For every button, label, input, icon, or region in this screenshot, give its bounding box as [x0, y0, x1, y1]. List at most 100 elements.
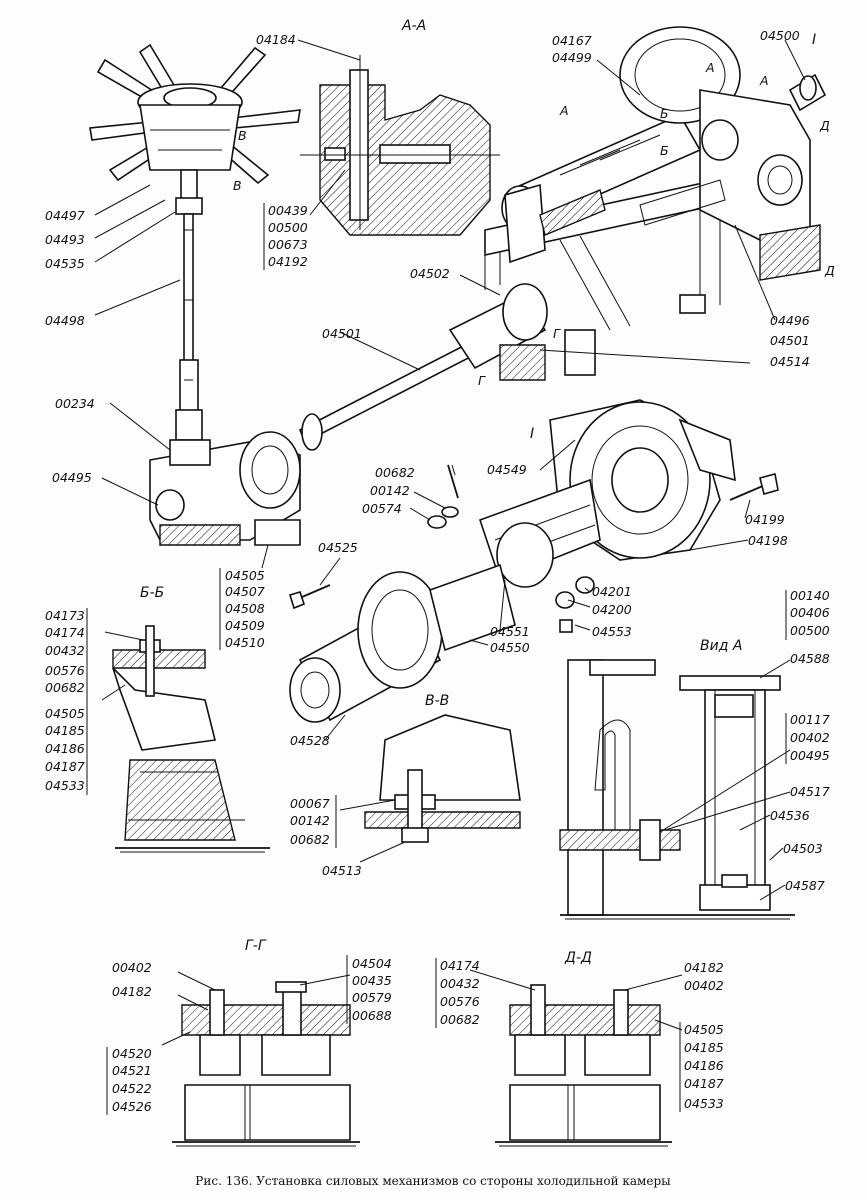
label-04526: 04526 [112, 1099, 152, 1114]
reducer-housing [149, 431, 301, 546]
title-gg: Г-Г [245, 938, 267, 954]
label-04553: 04553 [592, 624, 632, 639]
label-04520: 04520 [112, 1046, 152, 1061]
mark-g1: Г [553, 326, 561, 341]
title-aa: А-А [401, 18, 426, 34]
label-04182-dd: 04182 [684, 960, 724, 975]
label-04507: 04507 [225, 584, 265, 599]
section-vv [364, 714, 521, 843]
label-04550: 04550 [490, 640, 530, 655]
label-00576-dd: 00576 [440, 994, 480, 1009]
title-bb: Б-Б [140, 585, 164, 601]
label-04185-bb: 04185 [45, 723, 85, 738]
label-04528: 04528 [290, 733, 330, 748]
mark-a2: А [705, 60, 715, 75]
label-04521: 04521 [112, 1063, 152, 1078]
label-00682-dd: 00682 [440, 1012, 480, 1027]
label-04535: 04535 [45, 256, 85, 271]
title-detail-i: I [530, 426, 534, 442]
label-04198: 04198 [748, 533, 788, 548]
label-04495: 04495 [52, 470, 92, 485]
label-00688: 00688 [352, 1008, 392, 1023]
label-00682-vv: 00682 [290, 832, 330, 847]
section-dd [495, 984, 672, 1147]
fan-assembly [89, 43, 301, 441]
section-titles: А-А Б-Б В-В Г-Г Д-Д Вид А I I [140, 18, 816, 966]
label-04514: 04514 [770, 354, 810, 369]
section-bb [112, 625, 270, 853]
label-04499: 04499 [552, 50, 592, 65]
title-view-a: Вид А [700, 638, 742, 654]
label-00140: 00140 [790, 588, 830, 603]
title-vv: В-В [425, 693, 449, 709]
label-00406: 00406 [790, 605, 830, 620]
label-00234: 00234 [55, 396, 95, 411]
label-04587: 04587 [785, 878, 825, 893]
label-04505-dd: 04505 [684, 1022, 724, 1037]
label-04517: 04517 [790, 784, 830, 799]
label-00576-bb: 00576 [45, 663, 85, 678]
label-04513: 04513 [322, 863, 362, 878]
label-04501-right: 04501 [770, 333, 810, 348]
leader-lines [94, 39, 806, 1046]
label-04509: 04509 [225, 618, 265, 633]
label-00495: 00495 [790, 748, 830, 763]
label-00117: 00117 [790, 712, 830, 727]
label-00682-bb: 00682 [45, 680, 85, 695]
label-04588: 04588 [790, 651, 830, 666]
label-04508: 04508 [225, 601, 265, 616]
label-04184: 04184 [256, 32, 296, 47]
label-04536: 04536 [770, 808, 810, 823]
label-04533-bb: 04533 [45, 778, 85, 793]
mark-g2: Г [478, 373, 486, 388]
label-04200: 04200 [592, 602, 632, 617]
label-04493: 04493 [45, 232, 85, 247]
label-00579: 00579 [352, 990, 392, 1005]
mark-b2: Б [660, 143, 669, 158]
label-04201: 04201 [592, 584, 632, 599]
label-00682-pin: 00682 [375, 465, 415, 480]
label-00142-vv: 00142 [290, 813, 330, 828]
label-00432-dd: 00432 [440, 976, 480, 991]
mark-a1: А [559, 103, 569, 118]
label-00500-va: 00500 [790, 623, 830, 638]
mark-a3: А [759, 73, 769, 88]
mark-v1: В [238, 128, 247, 143]
label-04505-bb: 04505 [45, 706, 85, 721]
label-04510: 04510 [225, 635, 265, 650]
label-04501-shaft: 04501 [322, 326, 362, 341]
detail-i-hub [288, 399, 779, 723]
label-04186-bb: 04186 [45, 741, 85, 756]
label-00402-gg: 00402 [112, 960, 152, 975]
part-labels: 04497 04493 04535 04498 00234 04495 0450… [45, 28, 830, 1114]
frame-and-motor [484, 26, 827, 376]
figure-caption: Рис. 136. Установка силовых механизмов с… [195, 1174, 671, 1188]
label-00142-pin: 00142 [370, 483, 410, 498]
label-brackets [86, 203, 787, 1115]
label-04504: 04504 [352, 956, 392, 971]
label-00439: 00439 [268, 203, 308, 218]
mark-d1: Д [819, 118, 830, 133]
label-04533-dd: 04533 [684, 1096, 724, 1111]
label-04551: 04551 [490, 624, 530, 639]
label-04199: 04199 [745, 512, 785, 527]
label-04503: 04503 [783, 841, 823, 856]
label-00402-va: 00402 [790, 730, 830, 745]
label-04525: 04525 [318, 540, 358, 555]
label-00402-dd: 00402 [684, 978, 724, 993]
label-00432-bb: 00432 [45, 643, 85, 658]
title-detail-i-top: I [812, 32, 816, 48]
label-04502: 04502 [410, 266, 450, 281]
mark-d2: Д [824, 263, 835, 278]
mark-v2: В [233, 178, 242, 193]
label-04185-dd: 04185 [684, 1040, 724, 1055]
label-04174-dd: 04174 [440, 958, 480, 973]
label-04187-dd: 04187 [684, 1076, 724, 1091]
section-aa [300, 55, 500, 236]
label-04505: 04505 [225, 568, 265, 583]
section-gg [172, 981, 360, 1147]
label-04192: 04192 [268, 254, 308, 269]
label-04182-gg: 04182 [112, 984, 152, 999]
